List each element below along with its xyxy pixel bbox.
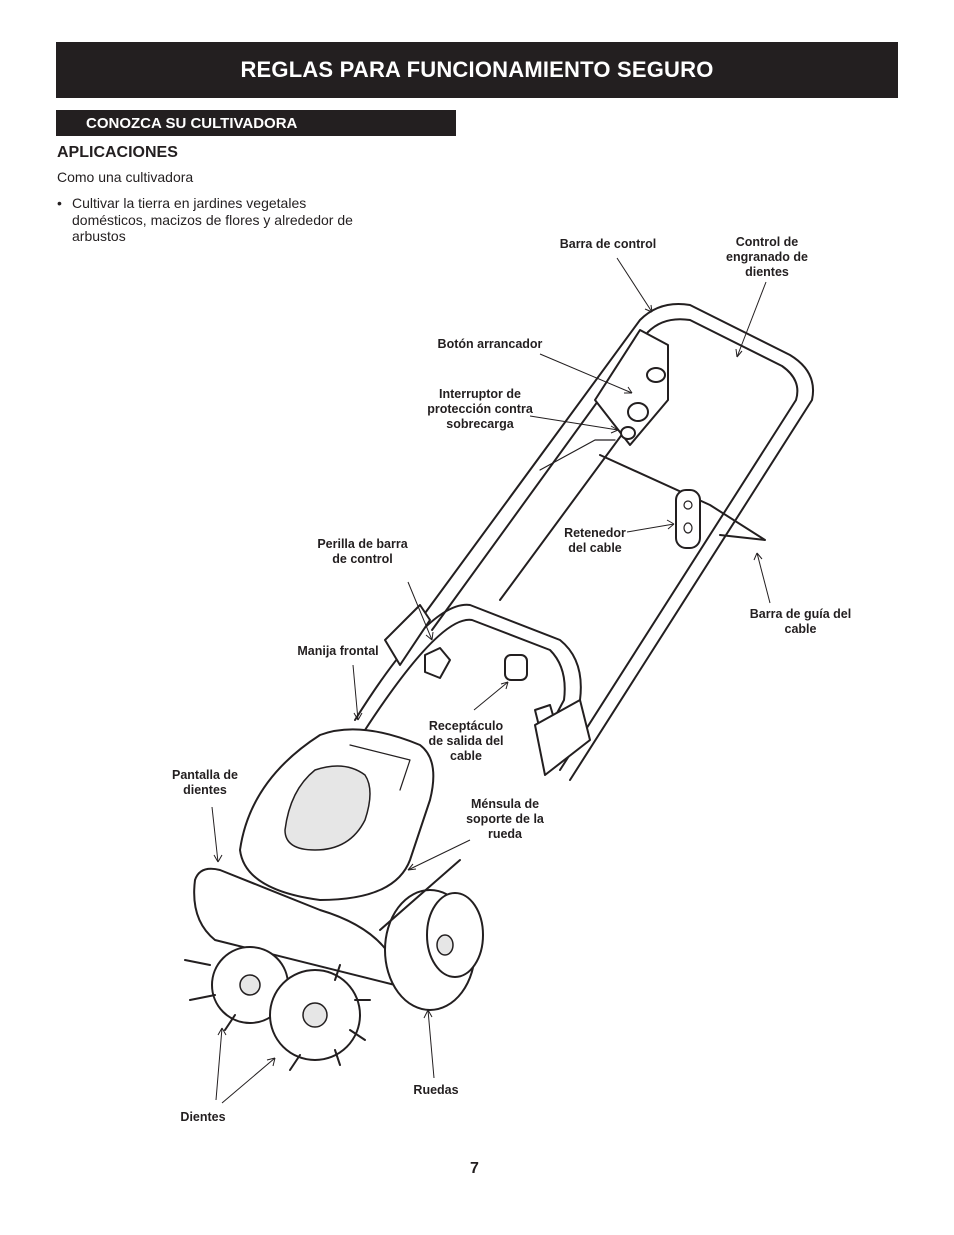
label-overload-switch: Interruptor de protección contra sobreca… [427,387,533,431]
label-control-bar-knob: Perilla de barra de control [317,537,408,566]
page-title: REGLAS PARA FUNCIONAMIENTO SEGURO [240,57,714,82]
applications-bullet: • Cultivar la tierra en jardines vegetal… [57,195,377,245]
section-title: CONOZCA SU CULTIVADORA [86,114,298,132]
label-tine-engagement-control: Control de engranado de dientes [726,235,808,279]
front-handle [354,603,591,776]
tine-shield [193,867,396,986]
label-control-bar: Barra de control [559,237,657,251]
label-wheel-bracket: Ménsula de soporte de la rueda [466,797,544,841]
leader-lines [211,257,771,1104]
section-title-bar: CONOZCA SU CULTIVADORA [56,110,456,136]
label-cord-outlet: Receptáculo de salida del cable [428,719,504,763]
bullet-symbol: • [57,195,62,211]
applications-subtitle: Como una cultivadora [57,169,194,185]
motor-body [239,728,435,901]
applications-bullet-text: Cultivar la tierra en jardines vegetales… [72,195,353,244]
page-title-bar: REGLAS PARA FUNCIONAMIENTO SEGURO [56,42,898,98]
label-start-button: Botón arrancador [437,337,543,351]
handle-frame [419,303,814,781]
wheels [379,859,484,1011]
switch-housing [594,329,669,446]
cord-guide-bar [599,454,766,549]
tines [184,946,371,1071]
label-front-handle: Manija frontal [297,644,379,658]
label-tines: Dientes [180,1110,226,1124]
label-cord-retainer: Retenedor del cable [564,526,626,555]
label-cord-guide-bar: Barra de guía del cable [749,607,852,636]
page-number: 7 [470,1160,479,1177]
applications-heading: APLICACIONES [57,144,178,161]
label-wheels: Ruedas [413,1083,459,1097]
label-tine-shield: Pantalla de dientes [172,768,238,797]
